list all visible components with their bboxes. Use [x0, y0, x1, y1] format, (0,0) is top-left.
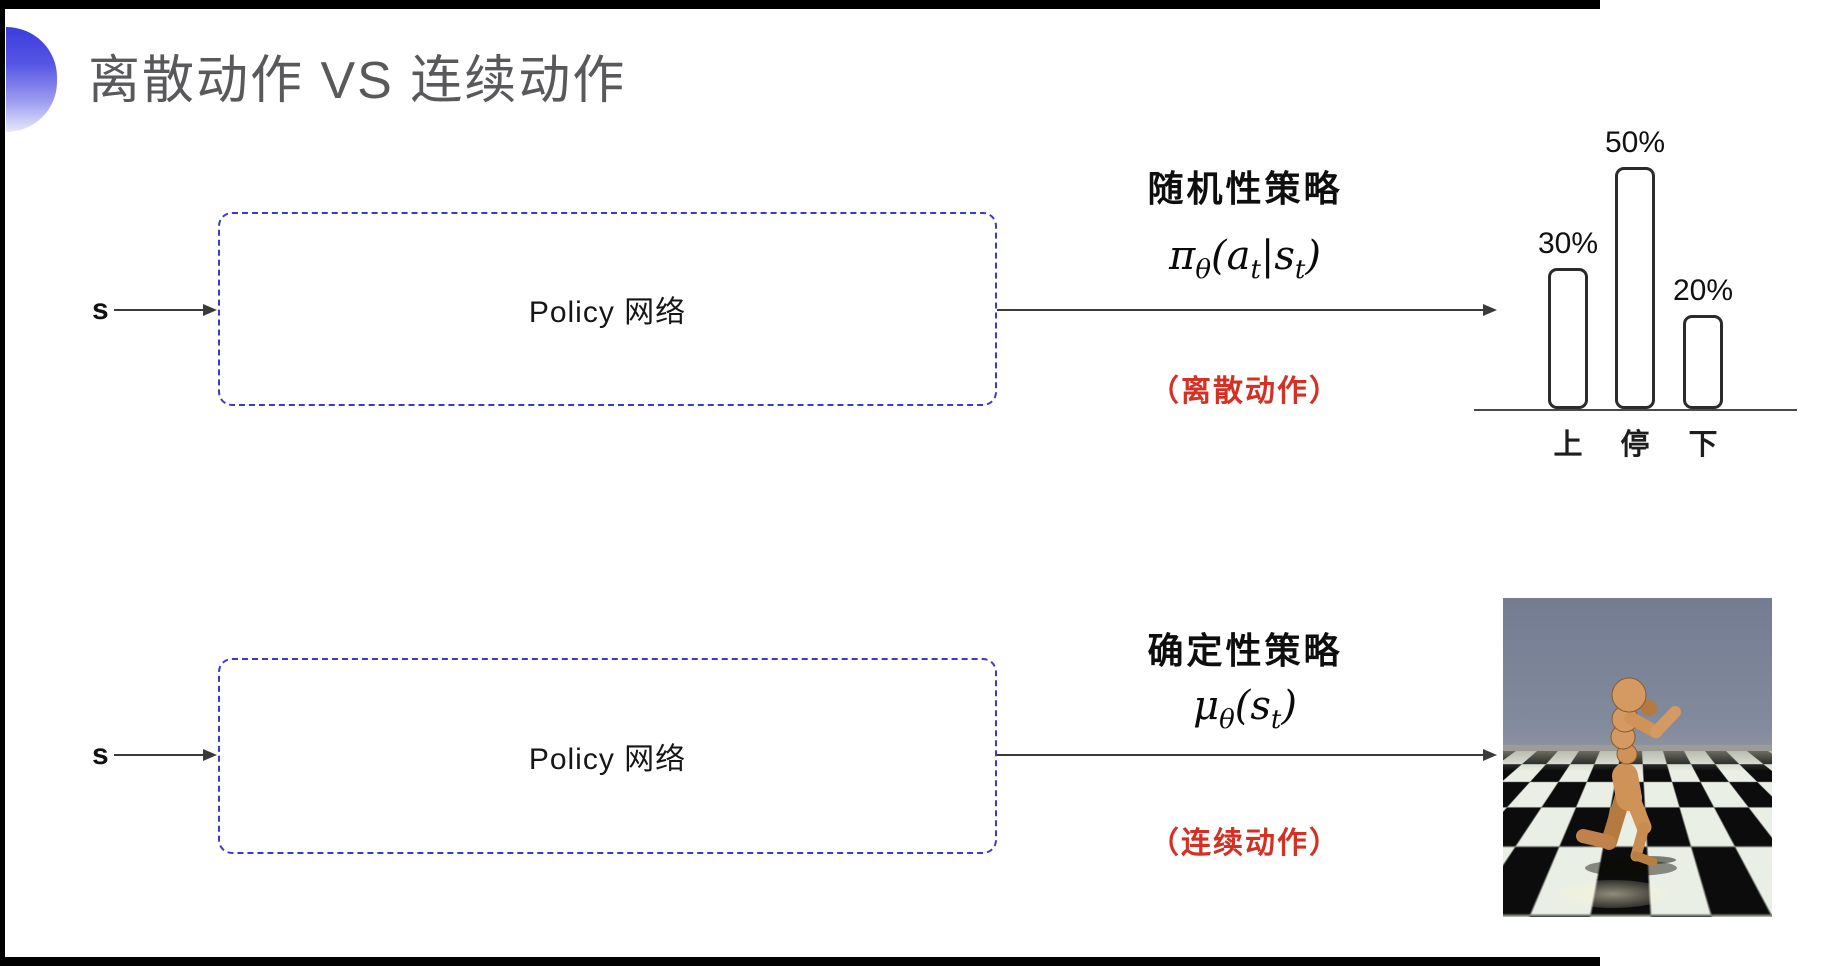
formula-subscript: t [1250, 255, 1261, 285]
policy-formula: μθ(st) [1035, 683, 1455, 735]
policy-network-label: Policy 网络 [528, 296, 687, 329]
humanoid-figure [1576, 677, 1681, 876]
output-arrow [997, 749, 1497, 761]
policy-network-box: Policy 网络 [218, 212, 997, 406]
bar-value-label: 30% [1537, 227, 1599, 260]
policy-network-label: Policy 网络 [528, 743, 687, 776]
formula-subscript: t [1294, 255, 1306, 285]
horizon-haze [1503, 744, 1772, 771]
policy-type-label: 随机性策略 [1147, 168, 1343, 209]
bar-value-label: 20% [1672, 274, 1734, 307]
top-frame-edge [0, 0, 1600, 9]
bar-up [1548, 268, 1588, 409]
formula-close: ) [1305, 233, 1321, 279]
formula-arg: (a [1210, 233, 1251, 279]
humanoid-simulation-image [1503, 598, 1772, 917]
bar-group-down: 20% [1673, 274, 1733, 409]
floor-reflection [1558, 880, 1668, 908]
slide-title: 离散动作 VS 连续动作 [88, 52, 627, 110]
left-frame-edge [0, 0, 5, 958]
bar-category-label: 上 [1553, 429, 1583, 461]
action-type-note: （连续动作） [1149, 827, 1341, 860]
bar-group-stop: 50% [1605, 126, 1665, 409]
policy-network-box: Policy 网络 [218, 658, 997, 854]
formula-subscript: θ [1195, 255, 1211, 285]
input-arrow [114, 304, 217, 316]
bar-stop [1615, 167, 1655, 409]
policy-type-label: 确定性策略 [1147, 630, 1343, 671]
bar-group-up: 30% [1538, 227, 1598, 409]
formula-arg: s [1274, 233, 1295, 279]
formula-close: ) [1281, 683, 1297, 729]
formula-symbol: π [1169, 233, 1196, 279]
formula-separator: | [1260, 233, 1275, 279]
chart-baseline [1474, 409, 1797, 411]
output-arrow [997, 304, 1497, 316]
bar-value-label: 50% [1604, 126, 1666, 159]
input-arrow [114, 749, 217, 761]
bar-category-label: 停 [1620, 429, 1650, 461]
bar-down [1683, 315, 1723, 409]
formula-subscript: t [1270, 705, 1282, 735]
state-input-label: s [92, 738, 109, 771]
formula-symbol: μ [1193, 683, 1220, 729]
formula-arg: (s [1234, 683, 1271, 729]
action-probability-chart: 30% 50% 20% [1474, 95, 1797, 411]
action-type-note: （离散动作） [1149, 375, 1341, 408]
bar-category-label: 下 [1688, 429, 1718, 461]
state-input-label: s [92, 293, 109, 326]
policy-formula: πθ(at|st) [1035, 233, 1455, 285]
bottom-frame-edge [0, 957, 1600, 966]
title-accent-shape [6, 27, 57, 132]
formula-subscript: θ [1219, 705, 1235, 735]
